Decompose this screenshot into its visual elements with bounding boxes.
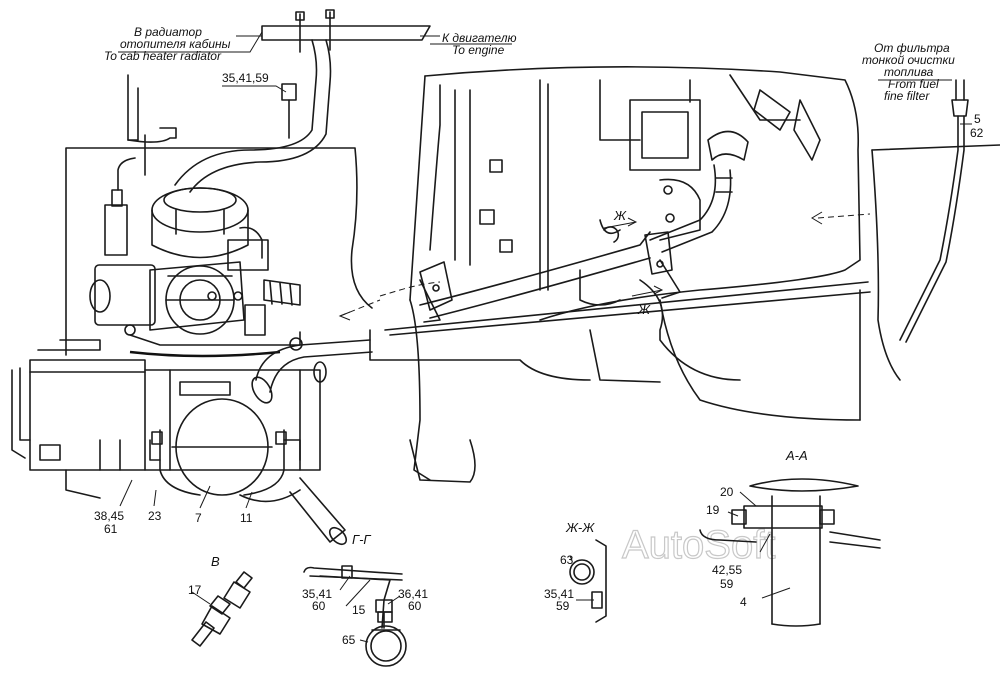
callout-35-41-zz: 35,41	[544, 587, 574, 601]
heater-body-lower	[11, 339, 321, 471]
frame-panel	[65, 147, 373, 499]
upper-bracket	[127, 74, 297, 176]
section-a-detail	[699, 478, 881, 627]
label-fuel-filter-ru-3: топлива	[884, 65, 934, 79]
callout-36-41: 36,41	[398, 587, 428, 601]
label-heater-radiator-en: To cab heater radiator	[104, 49, 222, 63]
section-g-detail	[303, 565, 407, 667]
callout-59-aa: 59	[720, 577, 734, 591]
title-view-b: В	[211, 554, 220, 569]
exhaust-pipe	[251, 339, 373, 404]
label-engine-en: To engine	[452, 43, 505, 57]
label-heater-radiator-ru-2: отопителя кабины	[120, 37, 231, 51]
coolant-pipe-engine	[649, 130, 749, 253]
label-fuel-filter-ru-2: тонкой очистки	[862, 53, 955, 67]
callout-35-41-gg: 35,41	[302, 587, 332, 601]
callout-11: 11	[240, 511, 253, 525]
heater-unit	[89, 157, 303, 358]
callouts: 35,41,59 5 62 38,45 61 23 7 11 17 35,41 …	[94, 71, 984, 647]
label-fuel-filter-en-2: fine filter	[884, 89, 930, 103]
engine-block	[409, 66, 861, 481]
callout-15: 15	[352, 603, 366, 617]
callout-23: 23	[148, 509, 162, 523]
title-section-g: Г-Г	[352, 532, 371, 547]
callout-60-gg-left: 60	[312, 599, 326, 613]
callout-7: 7	[195, 511, 202, 525]
cut-mark-zh-upper: Ж	[613, 208, 627, 223]
label-engine-ru: К двигателю	[442, 31, 517, 45]
label-fuel-filter-ru-1: От фильтра	[874, 41, 950, 55]
view-b-fitting	[191, 571, 253, 647]
annotation-heater-radiator: В радиатор отопителя кабины To cab heate…	[104, 25, 263, 63]
callout-19: 19	[706, 503, 720, 517]
section-titles: В Г-Г Ж-Ж А-А	[211, 448, 808, 569]
callout-38-45: 38,45	[94, 509, 124, 523]
muffler-cylinder	[149, 398, 301, 503]
callout-65: 65	[342, 633, 356, 647]
fuel-line	[899, 79, 972, 343]
title-section-a: А-А	[785, 448, 808, 463]
lower-body	[369, 289, 861, 483]
callout-5: 5	[974, 112, 981, 126]
watermark: AutoSoft	[622, 523, 775, 567]
cut-mark-zh-lower: Ж	[637, 302, 651, 317]
top-coolant-pipe	[174, 9, 440, 193]
callout-42-55: 42,55	[712, 563, 742, 577]
callout-35-41-59-top: 35,41,59	[222, 71, 269, 85]
callout-60-gg-right: 60	[408, 599, 422, 613]
cab-panel	[811, 144, 1000, 381]
callout-17: 17	[188, 583, 202, 597]
callout-59-zz: 59	[556, 599, 570, 613]
callout-61: 61	[104, 522, 118, 536]
callout-62: 62	[970, 126, 984, 140]
annotation-fuel-filter: От фильтра тонкой очистки топлива From f…	[862, 41, 955, 103]
callout-63: 63	[560, 553, 574, 567]
title-section-zh: Ж-Ж	[565, 520, 595, 535]
label-heater-radiator-ru-1: В радиатор	[134, 25, 202, 39]
callout-4: 4	[740, 595, 747, 609]
annotation-engine: К двигателю To engine	[430, 31, 517, 57]
callout-20: 20	[720, 485, 734, 499]
leader-arrows	[338, 281, 441, 321]
cut-line-zh: Ж Ж	[603, 208, 664, 317]
section-zh-detail	[569, 539, 607, 623]
support-bar	[384, 231, 871, 336]
tail-pipe	[289, 477, 348, 546]
